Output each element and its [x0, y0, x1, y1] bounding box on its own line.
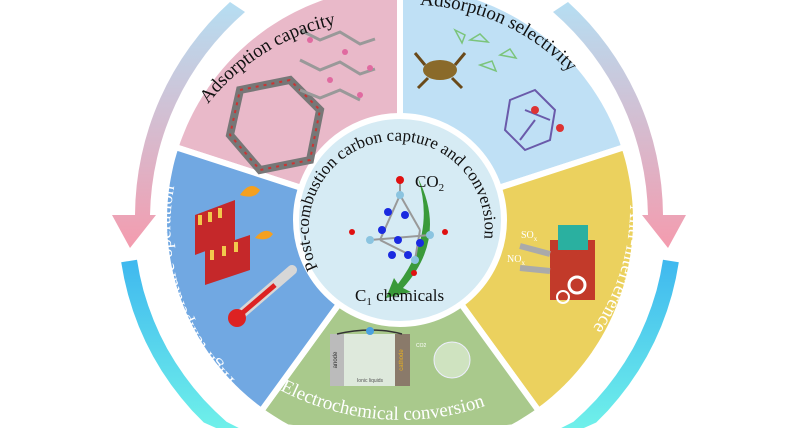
mof-framework-illustration	[225, 28, 376, 175]
ionic-liquids-label: Ionic liquids	[357, 378, 384, 384]
electrochemical-cell-illustration	[330, 327, 471, 386]
c1-chemicals-label: C1 chemicals	[355, 286, 444, 308]
gear-icon	[567, 275, 587, 295]
center-circle	[293, 113, 507, 327]
co2-label: CO2	[415, 172, 444, 194]
high-temp-illustration	[195, 186, 297, 327]
anode-label: anode	[333, 351, 339, 368]
selectivity-illustration	[413, 28, 564, 152]
sox-label: SOx	[521, 230, 538, 243]
cathode-co2-label: CO2	[416, 343, 427, 349]
plug-icon	[366, 327, 374, 335]
right-arrow	[553, 2, 686, 248]
nox-label: NOx	[507, 254, 525, 267]
flame-icon	[240, 186, 273, 240]
left-arrow	[112, 2, 245, 248]
cathode-label: cathode	[399, 349, 405, 371]
factory-illustration	[519, 225, 595, 304]
crab-icon	[423, 60, 457, 80]
molecule-illustration	[349, 176, 448, 298]
cycle-arrows	[112, 2, 686, 428]
